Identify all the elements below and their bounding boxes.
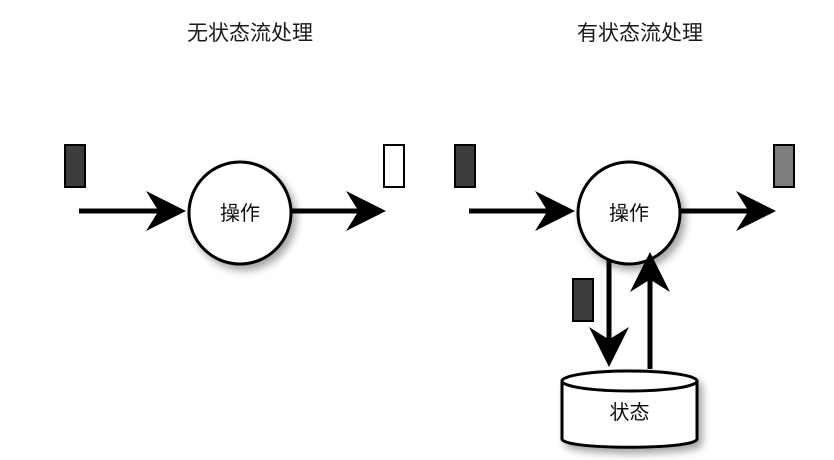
- input-event-block: [454, 144, 476, 188]
- output-event-block: [773, 144, 795, 188]
- input-event-block: [64, 144, 86, 188]
- state-label: 状态: [610, 400, 650, 424]
- state-cylinder-top: [560, 369, 699, 393]
- stateless-operator-node: 操作: [187, 160, 293, 266]
- state-update-event-block: [572, 278, 594, 322]
- state-store: 状态: [560, 369, 699, 449]
- stateful-title: 有状态流处理: [577, 21, 703, 45]
- stateful-operator-node: 操作: [576, 160, 682, 266]
- stateless-title: 无状态流处理: [187, 21, 313, 45]
- operator-label: 操作: [220, 201, 260, 225]
- operator-label: 操作: [609, 201, 649, 225]
- output-event-block: [383, 144, 405, 188]
- stateless-panel: 无状态流处理 操作: [64, 21, 405, 266]
- stateful-panel: 有状态流处理 操作 状态: [454, 21, 795, 449]
